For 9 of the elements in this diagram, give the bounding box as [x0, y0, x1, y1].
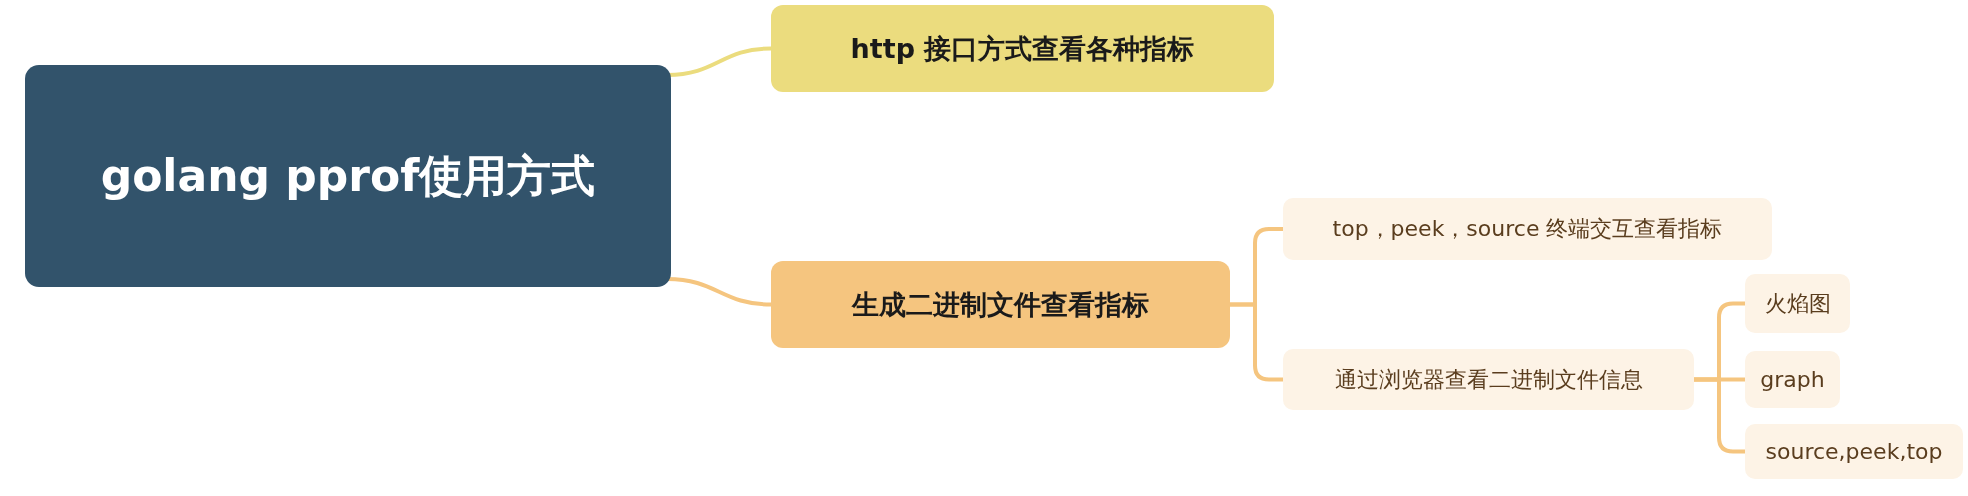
connector-line — [666, 277, 772, 307]
topic-box: 生成二进制文件查看指标 — [771, 261, 1230, 348]
central-topic-box: golang pprof使用方式 — [25, 65, 671, 287]
subtopic-box: 通过浏览器查看二进制文件信息 — [1283, 349, 1694, 410]
subtopic-box: 火焰图 — [1745, 274, 1850, 333]
subtopic-box: graph — [1745, 351, 1840, 408]
subtopic-box: source,peek,top — [1745, 424, 1963, 479]
topic-box: http 接口方式查看各种指标 — [771, 5, 1274, 92]
subtopic-box: top，peek，source 终端交互查看指标 — [1283, 198, 1772, 260]
